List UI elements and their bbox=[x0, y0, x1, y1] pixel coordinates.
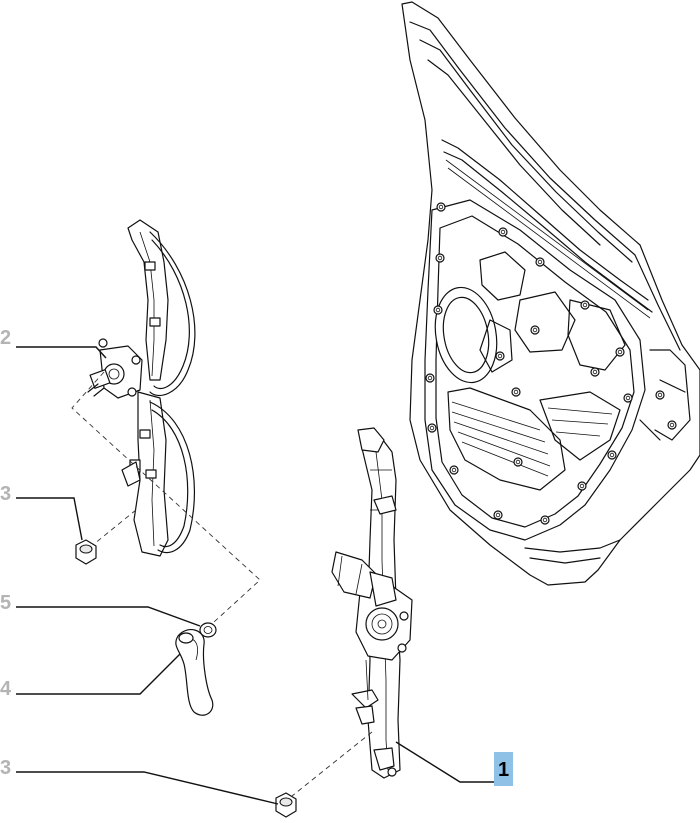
electric-window-regulator bbox=[331, 427, 413, 779]
callout-1-highlighted[interactable]: 1 bbox=[494, 752, 514, 786]
washer bbox=[199, 622, 217, 638]
leader-lines bbox=[16, 346, 494, 805]
nut-upper bbox=[75, 539, 97, 565]
callout-4: 4 bbox=[0, 678, 12, 700]
door-inner-panel bbox=[401, 1, 700, 586]
nut-lower bbox=[275, 792, 297, 818]
callout-3-lower: 3 bbox=[0, 757, 12, 779]
manual-window-regulator bbox=[87, 219, 196, 557]
crank-handle bbox=[175, 628, 214, 716]
callout-5: 5 bbox=[0, 592, 12, 614]
assembly-guide-lines bbox=[71, 371, 373, 797]
callout-2: 2 bbox=[0, 327, 12, 349]
callout-3-upper: 3 bbox=[0, 483, 12, 505]
